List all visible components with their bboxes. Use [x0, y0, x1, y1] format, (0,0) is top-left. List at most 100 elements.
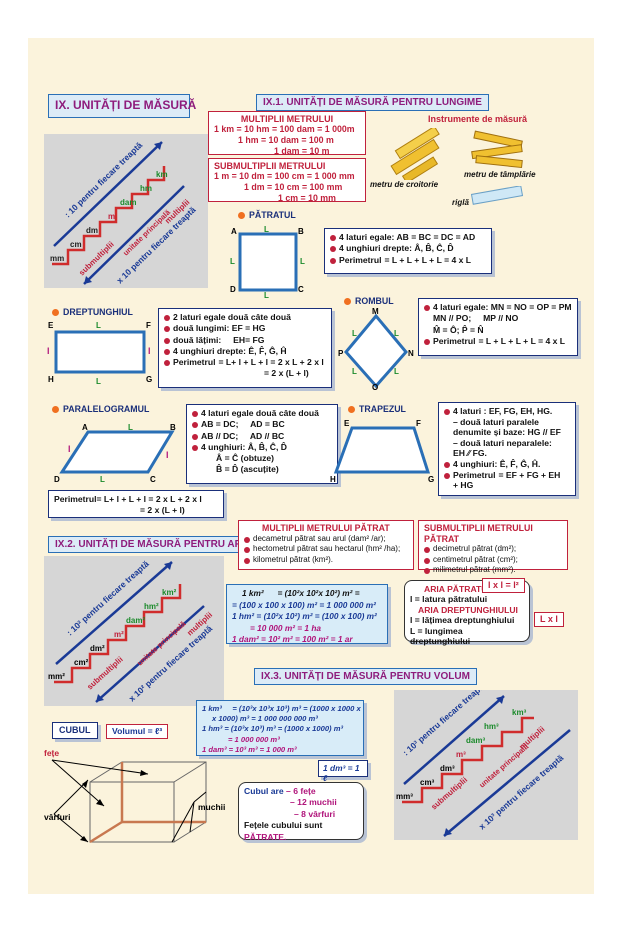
parallelogram-L-top: L [128, 423, 133, 432]
cube-vertices-label: vârfuri [44, 812, 70, 822]
square-L-top: L [264, 225, 269, 234]
trapezoid-prop-5: EH ⁄⁄ FG. [453, 448, 487, 459]
parallelogram-prop-3: AB // DC; AD // BC [201, 430, 285, 441]
rhombus-prop-2: MN // PO; MP // NO [433, 313, 519, 324]
rect-perimeter-value: = L+ l + L + l = 2 x L + 2 x l [218, 357, 324, 368]
folding-rule-label: metru de tâmplărie [464, 170, 536, 179]
trapezoid-H: H [330, 475, 336, 484]
area-eq-2: 1 hm² = (10²x 10²) m² = (100 x 100) m² [232, 611, 377, 622]
trapezoid-prop-4: – două laturi neparalele: [453, 437, 552, 448]
rectangle-title-text: DREPTUNGHIUL [63, 307, 133, 317]
cube-info-2: – 12 muchii [290, 797, 337, 808]
stairs-area-l6: km² [162, 588, 177, 597]
length-submultiples-box: SUBMULTIPLII METRULUI 1 m = 10 dm = 100 … [208, 158, 366, 203]
rhombus-bullet-icon [344, 298, 351, 305]
parallelogram-prop-4: 4 unghiuri: Â, B̂, Ĉ, D̂ [201, 441, 287, 452]
rect-prop-3: două lățimi: EH= FG [173, 334, 265, 345]
trapezoid-prop-6: 4 unghiuri: Ê, F̂, Ĝ, Ĥ. [453, 458, 541, 469]
parallelogram-prop-5: Â = Ĉ (obtuze) [216, 453, 275, 464]
length-mult-2: 1 dam = 10 m [274, 146, 330, 156]
stairs-length: : 10 pentru fiecare treaptă x 10 pentru … [50, 140, 198, 286]
rhombus-title: ROMBUL [344, 296, 394, 306]
parallelogram-perimeter-value: = L+ l + L + l = 2 x L + 2 x l [96, 494, 202, 504]
rect-F: F [146, 321, 151, 330]
stairs-length-l6: km [156, 170, 168, 179]
square-prop-2: 4 unghiuri drepte: Â, B̂, Ĉ, D̂ [339, 243, 454, 254]
rhombus-L-3: L [352, 367, 357, 376]
parallelogram-bullet-icon [52, 406, 59, 413]
main-title-text: IX. UNITĂȚI DE MĂSURĂ [55, 98, 197, 112]
area-eq-1: = (100 x 100 x 100) m² = 1 000 000 m² [232, 599, 376, 610]
rect-H: H [48, 375, 54, 384]
cube-info-3: – 8 vârfuri [294, 808, 336, 819]
square-title: PĂTRATUL [238, 210, 296, 220]
rhombus-N: N [408, 349, 414, 358]
square-figure: A B C D L L L L [230, 225, 305, 298]
rectangle-bullet-icon [52, 309, 59, 316]
length-mult-0: 1 km = 10 hm = 100 dam = 1 000m [214, 124, 355, 134]
stairs-length-l3: m [108, 212, 115, 221]
cube-volume-formula: Volumul = ℓ³ [106, 724, 169, 739]
area-mult-1: hectometrul pătrat sau hectarul (hm² /ha… [253, 544, 401, 553]
tape-measure-label: metru de croitorie [370, 180, 439, 189]
rect-L-top: L [96, 321, 101, 330]
area-eq-0: 1 km² = (10²x 10²x 10²) m² = [242, 588, 360, 598]
stairs-area-l1: cm² [74, 658, 89, 667]
parallelogram-l-left: l [68, 444, 71, 454]
stairs-area-bg [44, 556, 224, 706]
square-B: B [298, 227, 304, 236]
stairs-volume-l4: dam³ [466, 736, 485, 745]
cube-info-1: Cubul are [244, 786, 284, 796]
cube-faces-label: fețe [44, 748, 59, 758]
trapezoid-figure: E F G H [330, 419, 434, 484]
parallelogram-title: PARALELOGRAMUL [52, 404, 149, 414]
square-L-left: L [230, 257, 235, 266]
parallelogram-title-text: PARALELOGRAMUL [63, 404, 150, 414]
rectangle-figure: E F G H L L l l [47, 321, 152, 386]
square-A: A [231, 227, 237, 236]
area-multiples-box: MULTIPLII METRULUI PĂTRAT decametrul păt… [238, 520, 414, 570]
rect-area-title: ARIA DREPTUNGHIULUI [418, 604, 518, 615]
cube-info: Cubul are – 6 fețe – 12 muchii – 8 vârfu… [238, 782, 364, 842]
area-sub-0: decimetrul pătrat (dm²); [433, 544, 517, 553]
square-C: C [298, 285, 304, 294]
trapezoid-title-text: TRAPEZUL [359, 404, 406, 414]
trapezoid-F: F [416, 419, 421, 428]
area-submultiples-box: SUBMULTIPLII METRULUI PĂTRAT decimetrul … [418, 520, 568, 574]
trapezoid-perimeter-label: Perimetrul [453, 469, 496, 480]
section-area-title: IX.2. UNITĂȚI DE MĂSURĂ PENTRU ARIE [48, 536, 259, 553]
rect-l-right: l [148, 346, 151, 356]
rhombus-title-text: ROMBUL [355, 296, 394, 306]
area-sub-2: milimetrul pătrat (mm²). [433, 565, 516, 574]
parallelogram-perimeter-label: Perimetrul [54, 494, 97, 504]
square-area-formula: l x l = l² [482, 578, 525, 593]
cube-title: CUBUL [52, 722, 98, 739]
parallelogram-perimeter-value-2: = 2 x (L + l) [140, 505, 185, 515]
stairs-volume-l1: cm³ [420, 778, 435, 787]
square-L-bottom: L [264, 291, 269, 298]
parallelogram-figure: A B C D L L l l [54, 423, 176, 484]
section-length-title: IX.1. UNITĂȚI DE MĂSURĂ PENTRU LUNGIME [256, 94, 489, 111]
volume-eq-3: = 1 000 000 m³ [228, 734, 280, 744]
trapezoid-E: E [344, 419, 350, 428]
rhombus-P: P [338, 349, 344, 358]
rect-prop-2: două lungimi: EF = HG [173, 323, 266, 334]
trapezoid-perimeter-value: = EF + FG + EH [498, 469, 561, 480]
length-sub-2: 1 cm = 10 mm [278, 193, 336, 203]
trapezoid-perimeter-value-2: + HG [453, 480, 474, 491]
stairs-area-l0: mm² [48, 672, 65, 681]
rect-l-left: l [47, 346, 50, 356]
parallelogram-A: A [82, 423, 88, 432]
area-mult-2: kilometrul pătrat (km²). [253, 554, 334, 564]
volume-equations: 1 km³ = (10³x 10³x 10³) m³ = (1000 x 100… [196, 700, 364, 756]
rectangle-props: 2 laturi egale două câte două două lungi… [158, 308, 332, 388]
square-bullet-icon [238, 212, 245, 219]
rhombus-props: 4 laturi egale: MN = NO = OP = PM MN // … [418, 298, 578, 356]
stairs-volume-l3: m³ [456, 750, 466, 759]
area-mult-0: decametrul pătrat sau arul (dam² /ar); [253, 533, 386, 543]
length-sub-1: 1 dm = 10 cm = 100 mm [244, 182, 343, 192]
rhombus-perimeter-value: = L + L + L + L = 4 x L [478, 335, 566, 346]
square-area-title: ARIA PĂTRATULUI [424, 584, 502, 594]
rect-G: G [146, 375, 152, 384]
parallelogram-props: 4 laturi egale două câte două AB = DC; A… [186, 404, 338, 484]
